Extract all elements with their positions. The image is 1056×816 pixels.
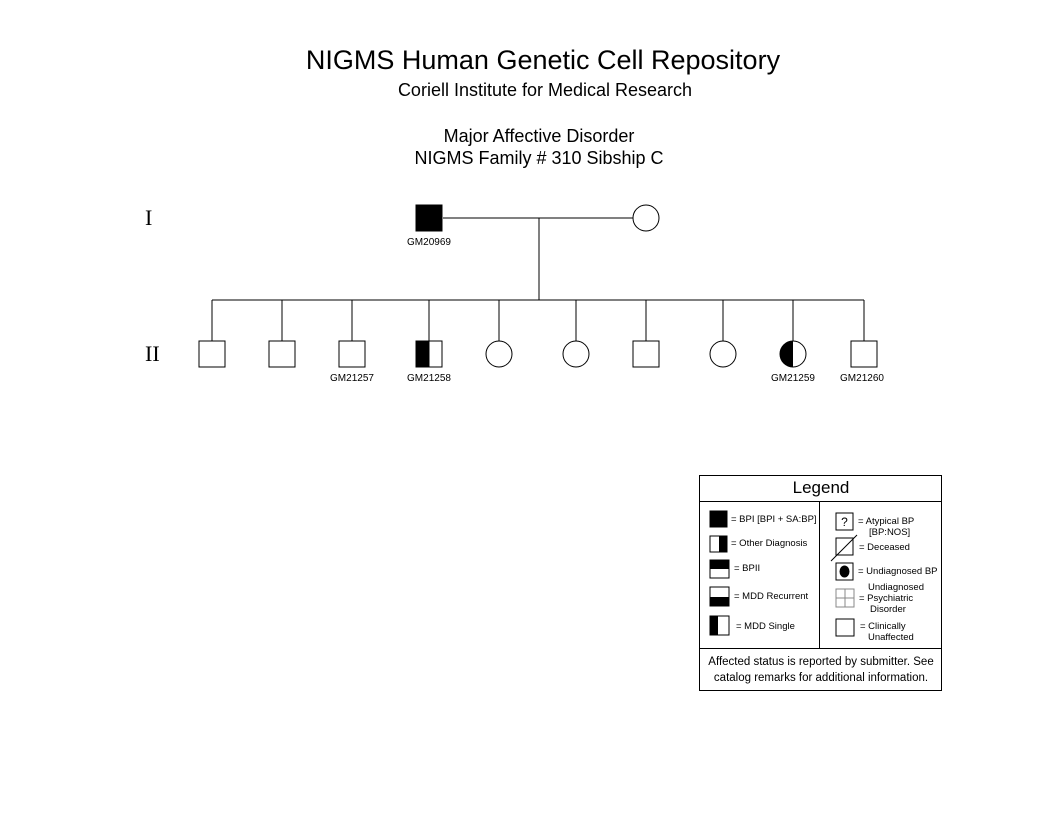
sibling-circle xyxy=(562,340,590,368)
legend-atypical-label: = Atypical BP xyxy=(858,516,915,527)
legend-box xyxy=(699,475,942,691)
legend-graphics: ? xyxy=(699,501,942,649)
legend-footnote: Affected status is reported by submitter… xyxy=(700,654,942,686)
mdd-single-symbol xyxy=(709,615,730,636)
legend-title: Legend xyxy=(792,478,850,497)
legend-mdd-recurrent-label: = MDD Recurrent xyxy=(734,591,809,602)
sibling-circle xyxy=(485,340,513,368)
mdd-recurrent-symbol xyxy=(709,586,730,607)
sibling-square xyxy=(338,340,366,368)
sibling-square xyxy=(632,340,660,368)
atypical-bp-mark: ? xyxy=(841,515,848,529)
sample-id: GM21259 xyxy=(771,373,815,384)
sample-id: GM21257 xyxy=(330,373,374,384)
footnote-line-2: catalog remarks for additional informati… xyxy=(713,672,929,684)
legend-psychiatric-label-3: Disorder xyxy=(870,604,906,615)
legend-deceased-label: = Deceased xyxy=(859,542,910,553)
legend-psychiatric-label-1: Undiagnosed xyxy=(868,582,924,593)
clinically-unaffected-symbol xyxy=(835,618,855,637)
atypical-bp-symbol xyxy=(835,512,854,531)
undiagnosed-psychiatric-symbol xyxy=(835,588,855,608)
generation-label-II: II xyxy=(145,341,160,366)
sibling-square-half-filled xyxy=(415,340,443,368)
legend-other-label: = Other Diagnosis xyxy=(731,538,808,549)
other-diagnosis-symbol xyxy=(709,535,728,553)
deceased-symbol xyxy=(830,534,858,562)
bpi-symbol xyxy=(709,510,728,528)
father-square-filled xyxy=(415,204,443,232)
family-heading: NIGMS Family # 310 Sibship C xyxy=(414,148,664,168)
sibling-square xyxy=(850,340,878,368)
page-title: NIGMS Human Genetic Cell Repository xyxy=(305,45,781,75)
page-subtitle: Coriell Institute for Medical Research xyxy=(397,80,693,100)
legend-bpi-label: = BPI [BPI + SA:BP] xyxy=(731,514,817,525)
legend-mdd-single-label: = MDD Single xyxy=(736,621,795,632)
legend-atypical-label-2: [BP:NOS] xyxy=(869,527,911,538)
mother-circle xyxy=(632,204,660,232)
disorder-heading: Major Affective Disorder xyxy=(443,126,635,146)
legend-unaffected-label-1: = Clinically xyxy=(860,621,906,632)
sibling-circle xyxy=(709,340,737,368)
legend-psychiatric-label-2: = Psychiatric xyxy=(859,593,914,604)
sample-id: GM21258 xyxy=(407,373,451,384)
sibling-circle-half-filled xyxy=(779,340,807,368)
pedigree-chart: GM20969 GM21257 GM21258 GM21259 GM21260 xyxy=(198,204,884,384)
sibling-square xyxy=(268,340,296,368)
sibling-square xyxy=(198,340,226,368)
legend-undiagnosed-bp-label: = Undiagnosed BP xyxy=(858,566,938,577)
sample-id: GM20969 xyxy=(407,237,451,248)
legend-unaffected-label-2: Unaffected xyxy=(868,632,914,643)
generation-label-I: I xyxy=(145,205,153,230)
sample-id: GM21260 xyxy=(840,373,884,384)
legend-bpii-label: = BPII xyxy=(734,563,761,574)
bpii-symbol xyxy=(709,559,730,579)
undiagnosed-bp-symbol xyxy=(835,562,854,581)
footnote-line-1: Affected status is reported by submitter… xyxy=(708,656,934,668)
